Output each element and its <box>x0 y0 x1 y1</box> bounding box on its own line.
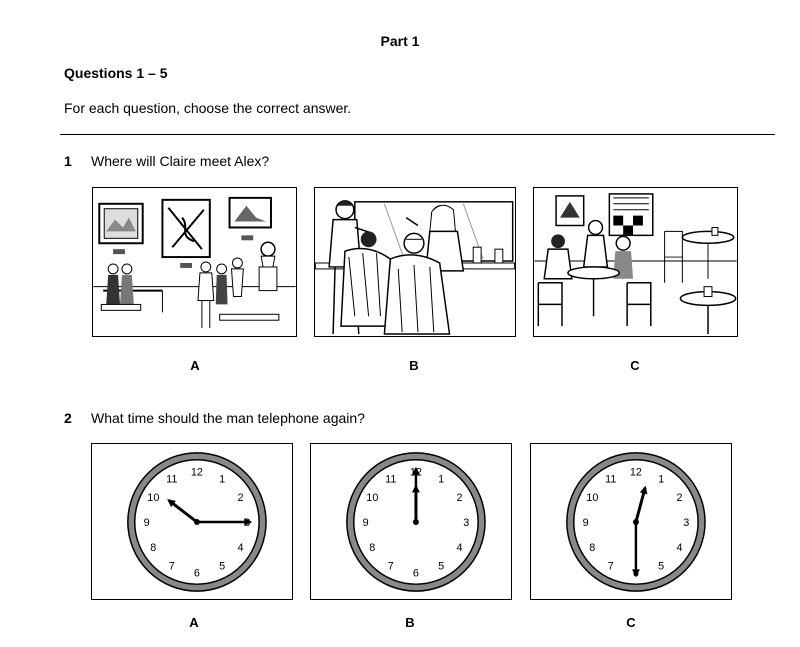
clock-numeral: 12 <box>630 467 642 479</box>
clock-numeral: 2 <box>677 492 683 504</box>
clock-numeral: 1 <box>658 473 664 485</box>
cafe-illustration <box>534 193 737 335</box>
hour-hand <box>167 499 198 524</box>
clock-numeral: 10 <box>586 492 598 504</box>
clock-numeral: 12 <box>191 467 203 479</box>
instructions: For each question, choose the correct an… <box>64 100 352 116</box>
part-title: Part 1 <box>380 33 420 49</box>
clock-numeral: 9 <box>583 517 589 529</box>
clock-numeral: 11 <box>605 473 616 485</box>
clock-center <box>632 519 639 525</box>
hour-hand-arrow <box>639 485 648 495</box>
clock-numeral: 5 <box>438 561 444 573</box>
hair-salon-illustration <box>315 200 515 335</box>
clock-numeral: 10 <box>366 492 378 504</box>
hour-hand-arrow <box>411 484 420 493</box>
q2-option-c-label: C <box>626 615 636 630</box>
clock-numeral: 7 <box>169 561 175 573</box>
clock-icon: 121234567891011 <box>346 452 486 592</box>
clock-numeral: 9 <box>363 517 369 529</box>
clock-numeral: 6 <box>194 567 200 579</box>
hour-hand <box>634 487 647 523</box>
question-2-number: 2 <box>64 410 72 426</box>
clock-numeral: 1 <box>219 473 225 485</box>
q1-option-b-label: B <box>409 358 419 373</box>
divider <box>60 134 775 135</box>
clock-numeral: 3 <box>463 517 469 529</box>
question-1-text: Where will Claire meet Alex? <box>91 153 270 169</box>
clock-center <box>412 519 419 525</box>
clock-numeral: 7 <box>608 561 614 573</box>
clock-numeral: 5 <box>219 561 225 573</box>
clock-icon: 121234567891011 <box>127 452 267 592</box>
clock-numeral: 4 <box>238 542 244 554</box>
q1-option-a-picture[interactable] <box>92 187 297 337</box>
q1-option-b-picture[interactable] <box>314 187 516 337</box>
clock-numeral: 6 <box>413 567 419 579</box>
q2-option-a-picture[interactable]: 121234567891011 <box>91 443 293 600</box>
clock-numeral: 11 <box>166 473 177 485</box>
questions-heading: Questions 1 – 5 <box>64 65 168 81</box>
clock-numeral: 9 <box>144 517 150 529</box>
clock-numeral: 11 <box>385 473 396 485</box>
q2-option-a-label: A <box>189 615 199 630</box>
q2-option-c-picture[interactable]: 121234567891011 <box>530 443 732 600</box>
clock-numeral: 5 <box>658 561 664 573</box>
clock-center <box>193 519 200 525</box>
q1-option-c-picture[interactable] <box>533 187 738 337</box>
q2-option-b-label: B <box>405 615 415 630</box>
art-gallery-illustration <box>93 196 296 329</box>
clock-numeral: 10 <box>147 492 159 504</box>
clock-numeral: 8 <box>369 542 375 554</box>
clock-numeral: 4 <box>677 542 683 554</box>
clock-numeral: 2 <box>238 492 244 504</box>
minute-hand-arrow <box>631 569 640 578</box>
clock-numeral: 4 <box>457 542 463 554</box>
clock-numeral: 2 <box>457 492 463 504</box>
clock-numeral: 8 <box>589 542 595 554</box>
hour-hand-arrow <box>167 499 176 508</box>
q2-option-b-picture[interactable]: 121234567891011 <box>310 443 512 600</box>
minute-hand-arrow <box>244 518 253 526</box>
question-1-number: 1 <box>64 153 72 169</box>
minute-hand-arrow <box>411 466 420 475</box>
clock-numeral: 1 <box>438 473 444 485</box>
question-2-text: What time should the man telephone again… <box>91 410 365 426</box>
q1-option-c-label: C <box>630 358 640 373</box>
clock-numeral: 7 <box>388 561 394 573</box>
clock-numeral: 3 <box>683 517 689 529</box>
clock-numeral: 8 <box>150 542 156 554</box>
q1-option-a-label: A <box>190 358 200 373</box>
clock-icon: 121234567891011 <box>566 452 706 592</box>
